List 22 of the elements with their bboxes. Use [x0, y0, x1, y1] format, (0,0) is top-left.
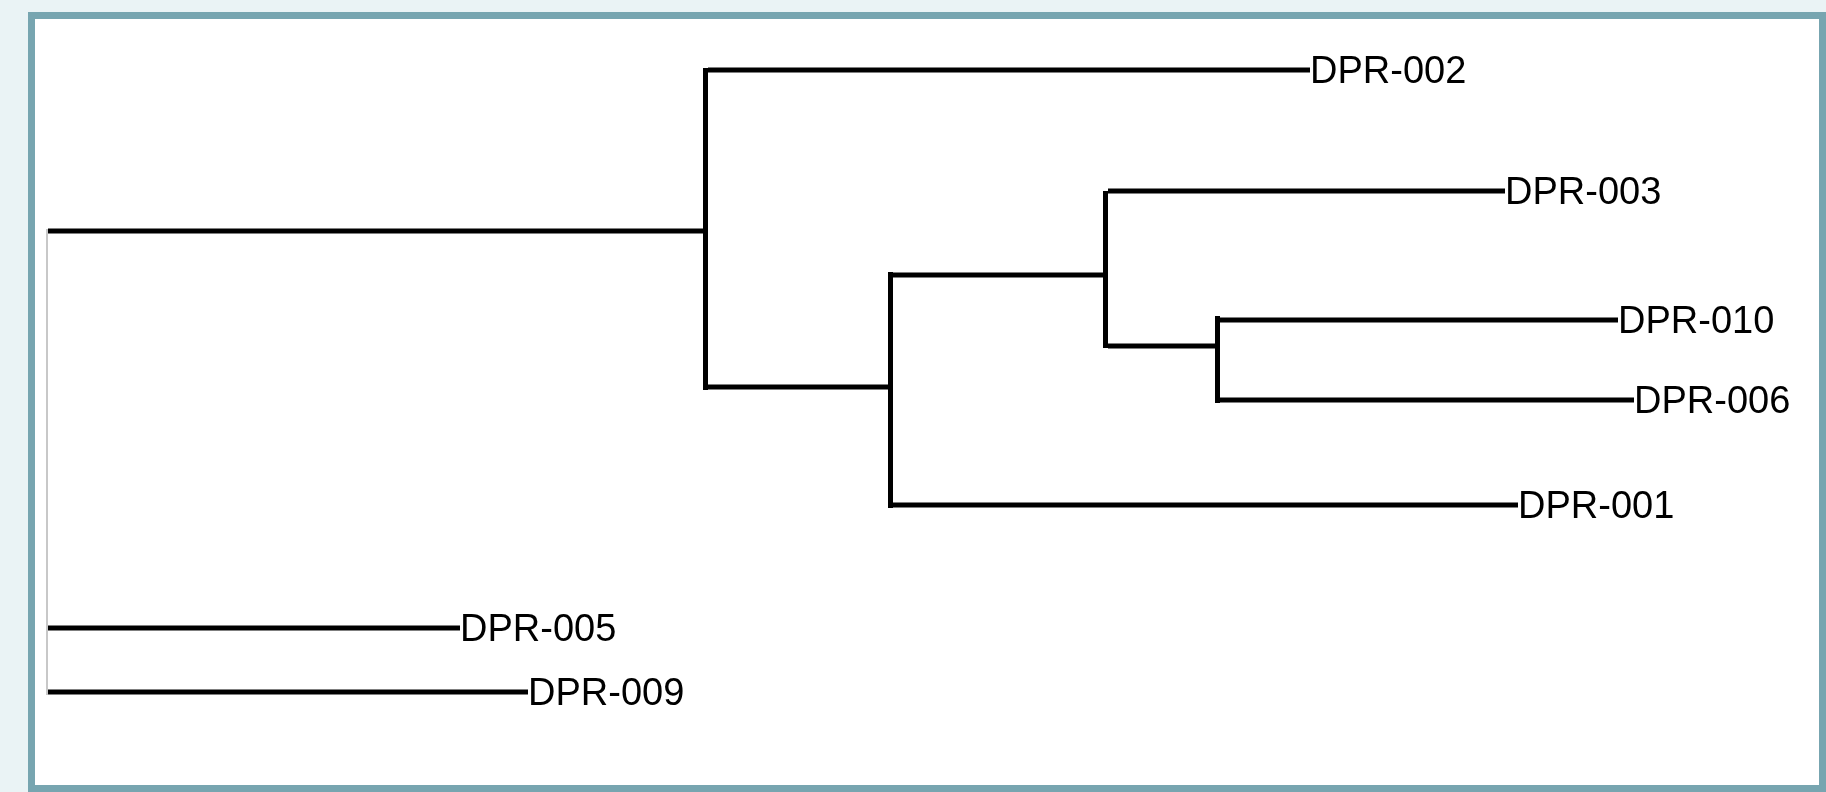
- branch-line: [1220, 397, 1634, 403]
- leaf-label: DPR-005: [460, 605, 617, 651]
- branch-point-bar: [1215, 316, 1220, 403]
- leaf-label: DPR-009: [528, 669, 685, 715]
- leaf-label: DPR-001: [1518, 482, 1675, 528]
- branch-line: [1108, 188, 1505, 194]
- branch-line: [1108, 343, 1215, 349]
- branch-point-bar: [888, 272, 893, 508]
- branch-point-bar: [703, 68, 708, 390]
- branch-line: [48, 228, 703, 234]
- branch-point-bar: [1103, 191, 1108, 348]
- branch-line: [893, 502, 1518, 508]
- branch-line: [1220, 317, 1618, 323]
- leaf-label: DPR-002: [1310, 47, 1467, 93]
- branch-line: [893, 272, 1103, 278]
- leaf-label: DPR-003: [1505, 168, 1662, 214]
- branch-line: [48, 689, 528, 695]
- branch-line: [708, 384, 888, 390]
- branch-line: [48, 625, 460, 631]
- leaf-label: DPR-010: [1618, 297, 1775, 343]
- branch-line: [708, 67, 1310, 73]
- leaf-label: DPR-006: [1634, 377, 1791, 423]
